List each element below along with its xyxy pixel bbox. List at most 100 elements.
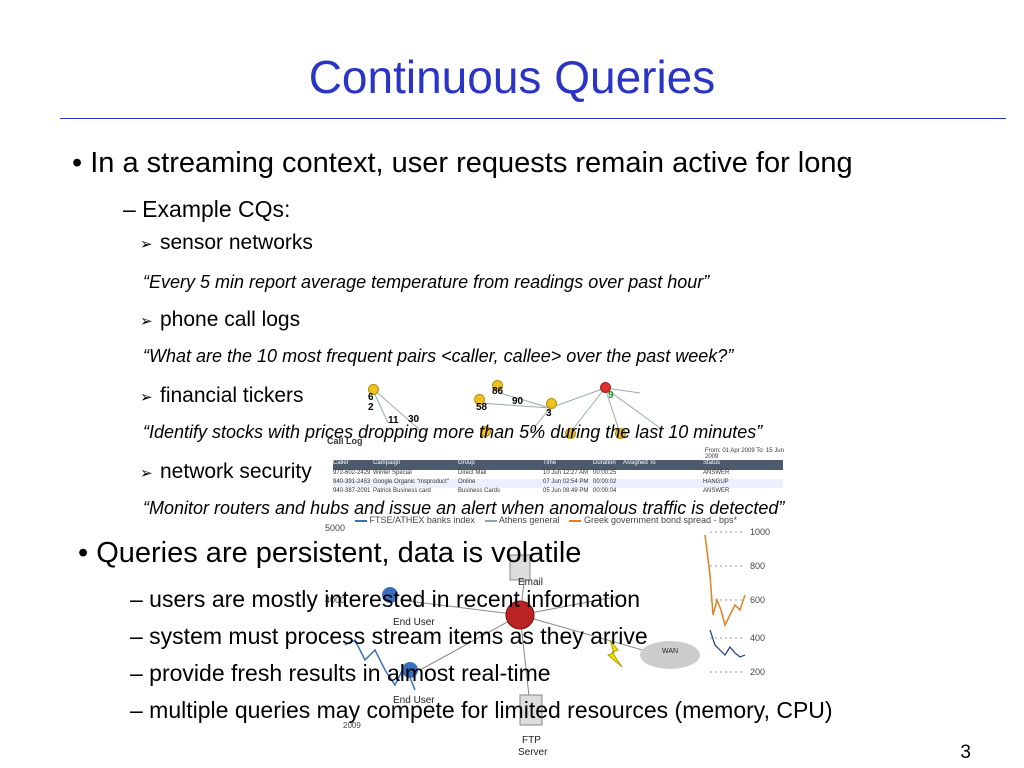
network-label: Server: [518, 747, 548, 758]
legend-item: Athens general: [484, 515, 560, 525]
chart-legend: FTSE/ATHEX banks index Athens general Gr…: [355, 515, 737, 525]
graph-node-label: 58: [476, 402, 488, 413]
cell: 00:00:25: [593, 470, 617, 476]
lightning-icon: [607, 639, 623, 668]
router-icon: [505, 600, 535, 630]
legend-item: FTSE/ATHEX banks index: [355, 515, 475, 525]
call-log-title: Call Log: [327, 436, 363, 446]
network-label: FTP: [522, 735, 541, 746]
graph-node: [480, 426, 491, 437]
network-links: [382, 554, 700, 726]
cell: Direct Mail: [458, 470, 487, 476]
tick-right: 600: [750, 595, 766, 605]
graph-node: [615, 428, 626, 439]
graph-node-label: 9: [608, 390, 614, 401]
cell: Patrick Business card: [373, 488, 431, 494]
call-log-image: Call Log From: 01 Apr 2009 To: 15 Jun 20…: [325, 436, 785, 506]
cq-item-financial: ➢ financial tickers: [140, 384, 304, 408]
graph-image: 6 2 11 30 86 90 58 3 9: [360, 378, 690, 440]
cq-label: financial tickers: [160, 384, 304, 407]
chart-year: 2009: [343, 721, 361, 730]
table-row: 940-387-2091 Patrick Business card Busin…: [333, 488, 783, 497]
tick-right: 400: [750, 633, 766, 643]
arrow-bullet-icon: ➢: [140, 313, 153, 330]
graph-node-label: 2: [368, 402, 374, 413]
sub-bullet-process: – system must process stream items as th…: [130, 623, 648, 649]
cell: 940-391-2453: [333, 479, 371, 485]
call-log-range: From: 01 Apr 2009 To: 15 Jun 2009: [705, 448, 784, 460]
arrow-bullet-icon: ➢: [140, 236, 153, 253]
sub-bullet-recent: – users are mostly interested in recent …: [130, 586, 641, 612]
cq-quote-network: “Monitor routers and hubs and issue an a…: [143, 498, 785, 518]
cell: HANGUP: [703, 479, 729, 485]
end-user-icon: [402, 662, 418, 678]
sub-bullet-resources: – multiple queries may compete for limit…: [130, 697, 833, 723]
end-user-icon: [382, 587, 398, 603]
cell: [623, 488, 703, 497]
cell: Winter Special: [373, 470, 412, 476]
cq-quote-financial: “Identify stocks with prices dropping mo…: [143, 422, 763, 442]
cell: 940-387-2091: [333, 488, 371, 494]
cq-item-phone: ➢ phone call logs: [140, 308, 300, 332]
col-time: Time: [543, 460, 557, 466]
bullet-persistent: • Queries are persistent, data is volati…: [78, 537, 582, 569]
email-server-icon: [509, 554, 531, 581]
graph-node-label: 6: [368, 392, 374, 403]
arrow-bullet-icon: ➢: [140, 389, 153, 406]
tick-right: 1000: [750, 527, 771, 537]
graph-node-label: 3: [546, 408, 552, 419]
cq-item-sensor: ➢ sensor networks: [140, 231, 313, 255]
cell: 972-602-2429: [333, 470, 371, 476]
network-label: WAN: [662, 648, 679, 655]
cell: 05 Jun 08:49 PM: [543, 488, 589, 494]
sub-bullet-fresh: – provide fresh results in almost real-t…: [130, 660, 551, 686]
page-number: 3: [960, 742, 971, 763]
tick-left: 4000: [325, 595, 346, 605]
legend-item: Greek government bond spread - bps*: [569, 515, 737, 525]
cell: 07 Jun 02:54 PM: [543, 479, 589, 485]
cell: Online: [458, 479, 476, 485]
graph-node-label: 30: [408, 414, 420, 425]
cell: 00:00:04: [593, 488, 617, 494]
graph-node: [492, 380, 503, 391]
network-diagram-image: End User Email WAN End User FTP Server: [360, 545, 720, 765]
slide-title: Continuous Queries: [308, 51, 716, 103]
network-label: Email: [518, 577, 544, 588]
graph-node: [546, 398, 557, 409]
network-label: End User: [393, 617, 435, 628]
cq-item-network: ➢ network security: [140, 460, 312, 484]
cell: [623, 479, 703, 488]
legend-label: FTSE/ATHEX banks index: [369, 515, 475, 525]
tick-left: 5000: [325, 523, 346, 533]
network-label: End User: [393, 695, 435, 706]
cq-label: network security: [160, 460, 312, 483]
cell: Google Organic "msproduct": [373, 479, 449, 485]
col-caller: Caller: [333, 460, 349, 466]
sub-bullet-example-cqs: – Example CQs:: [123, 196, 291, 222]
wan-cloud-icon: [640, 641, 700, 669]
arrow-bullet-icon: ➢: [140, 465, 153, 482]
cq-label: sensor networks: [160, 231, 313, 254]
cell: 10 Jun 12:27 AM: [543, 470, 589, 476]
legend-label: Greek government bond spread - bps*: [583, 515, 738, 525]
financial-chart-image: FTSE/ATHEX banks index Athens general Gr…: [325, 515, 775, 730]
col-status: Status: [703, 460, 721, 466]
graph-node-label: 90: [512, 396, 524, 407]
cell: ANSWER: [703, 488, 730, 494]
graph-node: [600, 382, 611, 393]
call-log-header: Caller Campaign Group Time Duration Assi…: [333, 460, 783, 470]
graph-node: [368, 384, 379, 395]
title-divider: [60, 118, 1006, 119]
bullet-streaming: • In a streaming context, user requests …: [72, 147, 853, 179]
col-campaign: Campaign: [373, 460, 401, 466]
cq-quote-sensor: “Every 5 min report average temperature …: [143, 272, 710, 292]
ftp-server-icon: [519, 694, 543, 726]
cq-label: phone call logs: [160, 308, 301, 331]
cell: Business Cards: [458, 488, 501, 494]
col-assigned: Assigned To: [623, 460, 656, 466]
graph-node-label: 86: [492, 386, 504, 397]
table-row: 972-602-2429 Winter Special Direct Mail …: [333, 470, 783, 479]
legend-label: Athens general: [498, 515, 560, 525]
cell: [623, 470, 703, 479]
cell: 00:00:02: [593, 479, 617, 485]
